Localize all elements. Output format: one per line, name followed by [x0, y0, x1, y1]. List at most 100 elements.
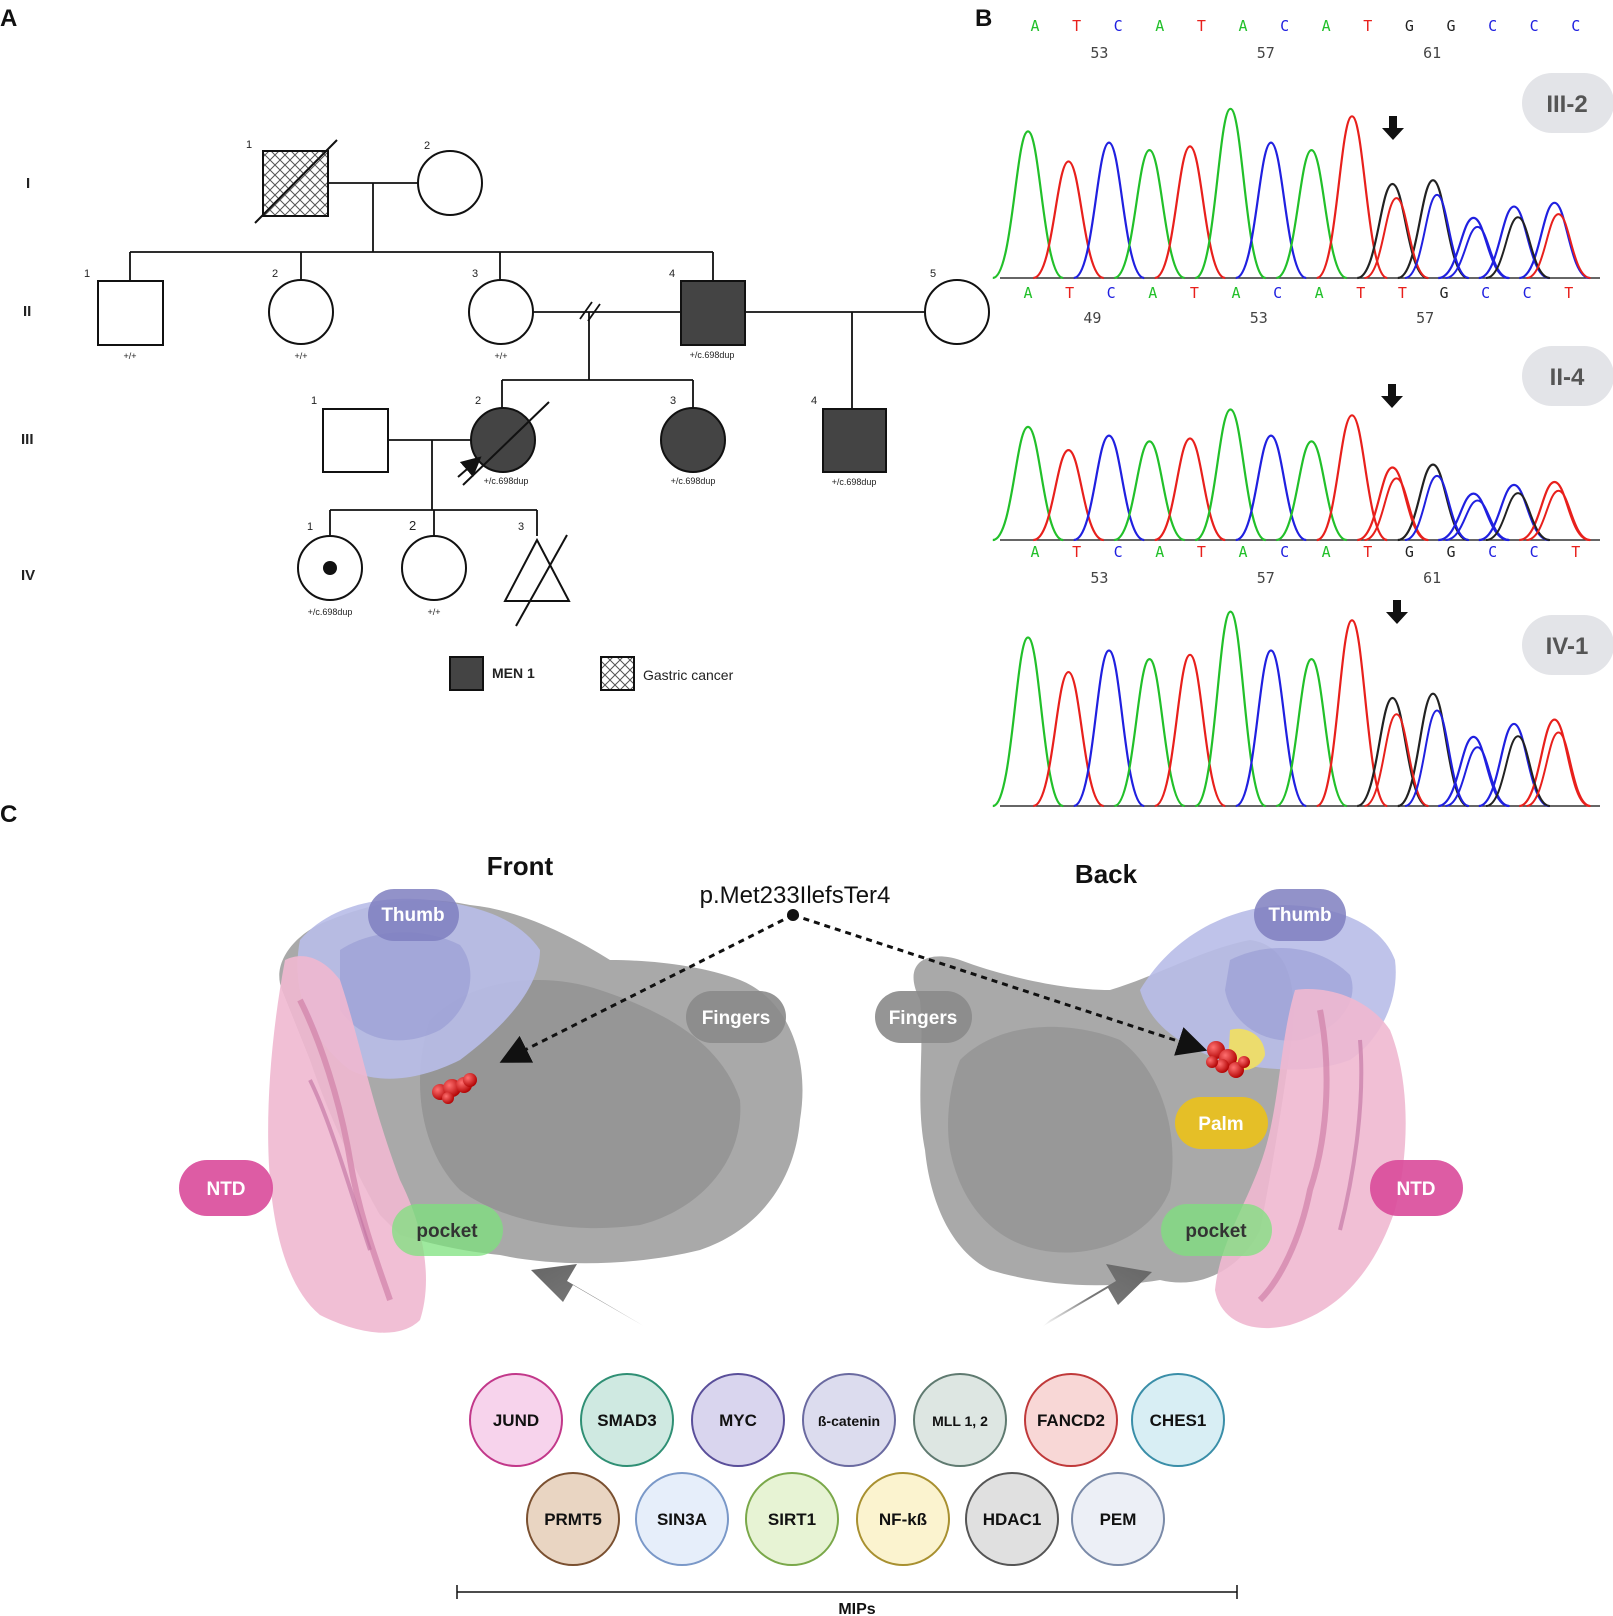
base-call: T [1190, 284, 1199, 302]
mutation-site-arrow [1382, 116, 1404, 140]
genotype-label: +/+ [427, 607, 440, 617]
individual-number: 3 [518, 521, 524, 533]
chromatogram-peak [1073, 434, 1145, 542]
base-call: A [1030, 17, 1039, 35]
sample-label-pill [1522, 615, 1613, 675]
base-position: 49 [1083, 309, 1101, 327]
mutation-site-arrow [1381, 384, 1403, 408]
mip-name: NF-kß [879, 1510, 927, 1529]
svg-text:Thumb: Thumb [381, 905, 444, 926]
generation-label-ii: II [23, 303, 31, 320]
chromatogram-peak [1073, 141, 1145, 280]
base-position: 57 [1257, 44, 1275, 62]
base-call: A [1315, 284, 1324, 302]
mip-sirt1: SIRT1 [745, 1472, 839, 1566]
base-call: A [1238, 543, 1247, 561]
chromatogram-peak [992, 130, 1064, 280]
individual-number: 2 [475, 395, 481, 407]
domain-label-ntd-back: NTD [1370, 1160, 1463, 1216]
base-position: 53 [1250, 309, 1268, 327]
mutation-site-arrow [1386, 600, 1408, 624]
generation-label-iii: III [21, 431, 34, 448]
pedigree-individual-ii-1: 1 +/+ [84, 268, 164, 361]
mips-bracket: MIPs [456, 1585, 1238, 1616]
mip-name: JUND [493, 1411, 539, 1430]
mip-name: MYC [719, 1411, 757, 1430]
base-call: C [1114, 17, 1123, 35]
svg-text:pocket: pocket [1185, 1221, 1247, 1242]
chromatogram-peak [1316, 414, 1388, 542]
base-call: C [1488, 17, 1497, 35]
pedigree-chart: I II III IV 1 [21, 139, 990, 691]
domain-label-fingers-back: Fingers [875, 991, 972, 1043]
sample-label: IV-1 [1546, 633, 1589, 660]
base-position: 61 [1423, 44, 1441, 62]
base-call: C [1481, 284, 1490, 302]
individual-number: 1 [311, 395, 317, 407]
mip-pem: PEM [1071, 1472, 1165, 1566]
pedigree-individual-i-1: 1 [246, 139, 338, 224]
individual-number: 2 [409, 518, 416, 533]
protein-front-view [268, 898, 803, 1333]
base-call: G [1405, 17, 1414, 35]
mip-name: PEM [1100, 1510, 1137, 1529]
individual-number: 1 [84, 268, 90, 280]
mip-name: SMAD3 [597, 1411, 657, 1430]
sample-label: II-4 [1550, 364, 1585, 391]
chromatogram-peak [992, 425, 1064, 542]
svg-text:Palm: Palm [1198, 1114, 1243, 1135]
panel-label-a: A [0, 5, 17, 32]
base-call: C [1523, 284, 1532, 302]
individual-number: 2 [424, 140, 430, 152]
base-position: 61 [1423, 569, 1441, 587]
generation-label-iv: IV [21, 567, 35, 584]
pedigree-individual-iv-3: 3 [503, 521, 571, 627]
base-call: C [1530, 17, 1539, 35]
pedigree-individual-iv-1: 1 +/c.698dup [297, 521, 363, 617]
interaction-arrow-right [1042, 1264, 1152, 1327]
base-call: A [1322, 543, 1331, 561]
domain-label-ntd-front: NTD [179, 1160, 273, 1216]
mip--catenin: ß-catenin [802, 1373, 896, 1467]
individual-number: 1 [307, 521, 313, 533]
base-call: A [1238, 17, 1247, 35]
chromatogram-peak [1397, 692, 1469, 808]
chromatogram-peak [992, 636, 1064, 808]
mip-ches1: CHES1 [1131, 1373, 1225, 1467]
chromatogram-peak [1275, 440, 1348, 542]
svg-text:NTD: NTD [206, 1179, 245, 1200]
chromatogram-peak [1194, 107, 1267, 280]
base-call: C [1530, 543, 1539, 561]
base-call: T [1197, 17, 1206, 35]
pedigree-individual-iv-2: 2 +/+ [401, 518, 467, 617]
chromatogram-peak-overlap [1404, 709, 1470, 807]
chromatogram-peak-overlap [1485, 216, 1551, 279]
base-position: 57 [1416, 309, 1434, 327]
legend-gastric-label: Gastric cancer [643, 667, 734, 683]
mip-name: MLL 1, 2 [932, 1413, 988, 1429]
chromatogram-peak [1478, 483, 1550, 542]
pedigree-individual-ii-5: 5 [924, 268, 990, 345]
pedigree-individual-iii-3: 3 +/c.698dup [660, 395, 726, 486]
base-call: C [1280, 17, 1289, 35]
base-call: T [1356, 284, 1365, 302]
individual-number: 3 [472, 268, 478, 280]
base-call: T [1363, 17, 1372, 35]
mip-mll-1-2: MLL 1, 2 [913, 1373, 1007, 1467]
chromatogram-peak [1275, 658, 1348, 808]
genotype-label: +/+ [123, 351, 136, 361]
mip-hdac1: HDAC1 [965, 1472, 1059, 1566]
mip-name: CHES1 [1150, 1411, 1207, 1430]
base-call: A [1155, 17, 1164, 35]
individual-number: 2 [272, 268, 278, 280]
pedigree-individual-ii-2: 2 +/+ [268, 268, 334, 361]
legend-men1-label: MEN 1 [492, 665, 535, 681]
pedigree-lines [129, 182, 925, 536]
svg-text:Fingers: Fingers [702, 1008, 771, 1029]
chromatogram-peak [1032, 448, 1105, 542]
base-call: T [1065, 284, 1074, 302]
mutation-arrow-back [792, 913, 1208, 1056]
